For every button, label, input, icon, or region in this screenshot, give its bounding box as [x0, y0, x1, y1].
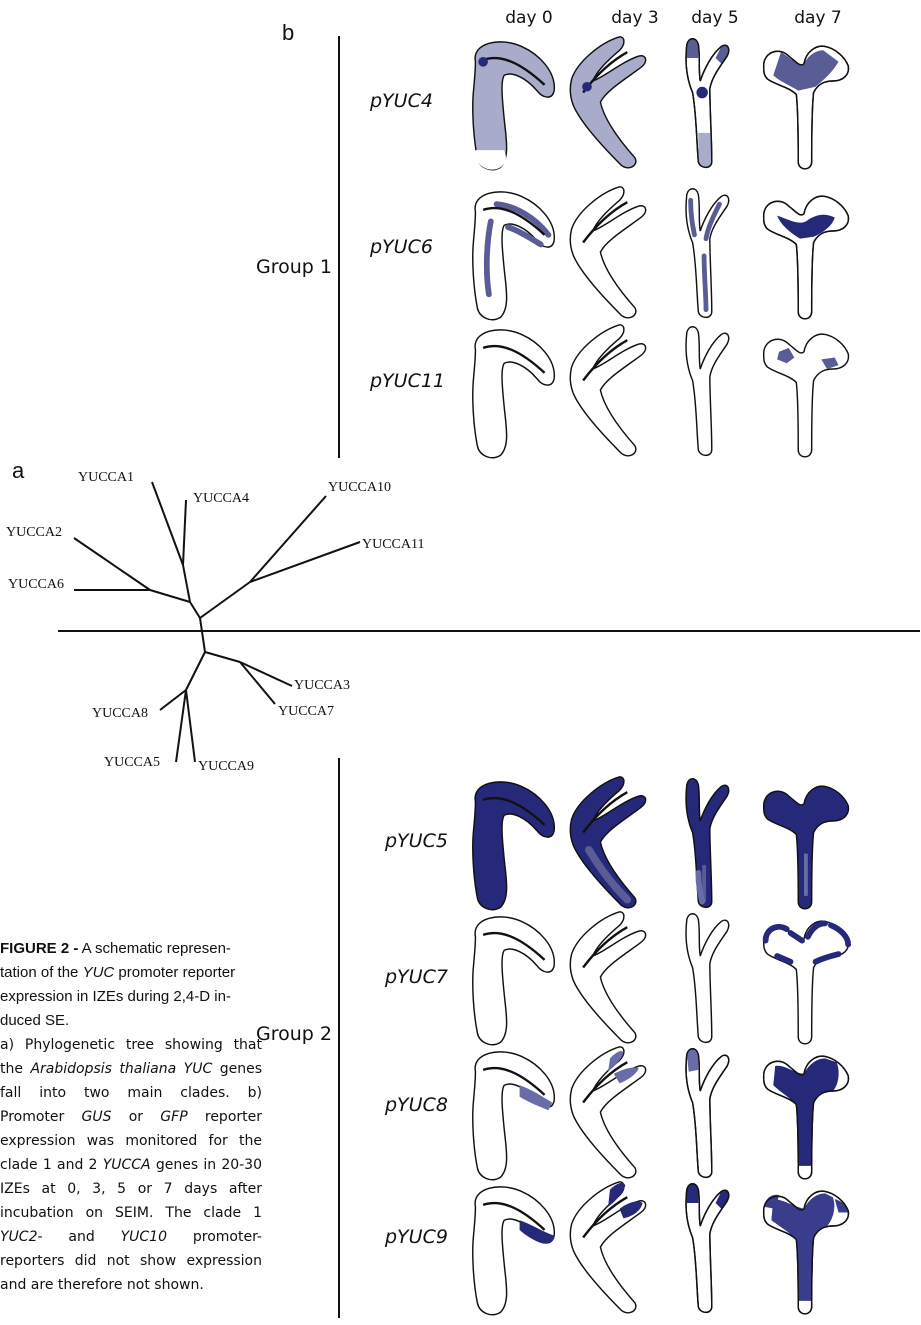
- panel-b-letter: b: [282, 20, 294, 46]
- caption-body-italic-5: YUC2: [0, 1229, 37, 1245]
- group-1-label: Group 1: [256, 256, 332, 278]
- embryo-pyuc11-day0: [462, 318, 558, 468]
- tree-leaf-yucca9: YUCCA9: [198, 759, 254, 775]
- embryo-pyuc11-day5: [658, 318, 754, 468]
- embryo-pyuc7-day7: [756, 905, 852, 1055]
- day-label-5: day 5: [670, 8, 760, 28]
- tree-leaf-yucca5: YUCCA5: [104, 755, 160, 771]
- embryo-pyuc9-day7: [756, 1175, 852, 1325]
- caption-head: FIGURE 2 -: [0, 940, 78, 957]
- embryo-pyuc4-day7: [756, 30, 852, 180]
- gene-label-pyuc6: pYUC6: [370, 236, 433, 258]
- tree-leaf-yucca3: YUCCA3: [294, 678, 350, 694]
- tree-leaf-yucca11: YUCCA11: [362, 537, 425, 553]
- day-label-3: day 3: [590, 8, 680, 28]
- group-2-label: Group 2: [256, 1023, 332, 1045]
- tree-leaf-yucca2: YUCCA2: [6, 525, 62, 541]
- embryo-pyuc5-day7: [756, 770, 852, 920]
- tree-leaf-yucca6: YUCCA6: [8, 577, 64, 593]
- embryo-pyuc6-day7: [756, 180, 852, 330]
- gene-label-pyuc4: pYUC4: [370, 90, 433, 112]
- embryo-pyuc5-day5: [658, 770, 754, 920]
- gene-label-pyuc9: pYUC9: [385, 1226, 448, 1248]
- embryo-pyuc4-day3: [562, 30, 658, 180]
- embryo-pyuc6-day5: [658, 180, 754, 330]
- embryo-pyuc4-day5: [658, 30, 754, 180]
- caption-body-italic-2: GUS: [82, 1109, 112, 1125]
- embryo-pyuc9-day0: [462, 1175, 558, 1325]
- tree-leaf-yucca1: YUCCA1: [78, 470, 134, 486]
- embryo-pyuc7-day3: [562, 905, 658, 1055]
- embryo-pyuc4-day0: [462, 30, 558, 180]
- caption-body-italic-4: YUCCA: [103, 1157, 151, 1173]
- tree-leaf-yucca4: YUCCA4: [193, 491, 249, 507]
- embryo-pyuc7-day5: [658, 905, 754, 1055]
- caption-head-italic: YUC: [83, 964, 115, 981]
- embryo-pyuc8-day7: [756, 1040, 852, 1190]
- caption-body-6: - and: [37, 1229, 120, 1245]
- embryo-pyuc11-day7: [756, 318, 852, 468]
- embryo-pyuc8-day3: [562, 1040, 658, 1190]
- tree-leaf-yucca8: YUCCA8: [92, 706, 148, 722]
- embryo-pyuc6-day3: [562, 180, 658, 330]
- caption-body-3: or: [112, 1109, 161, 1125]
- gene-label-pyuc5: pYUC5: [385, 830, 448, 852]
- caption-body-italic-3: GFP: [160, 1109, 187, 1125]
- caption-body-italic-1: Arabidopsis thaliana YUC: [30, 1061, 212, 1077]
- embryo-pyuc9-day5: [658, 1175, 754, 1325]
- embryo-pyuc8-day5: [658, 1040, 754, 1190]
- caption-body-italic-6: YUC10: [121, 1229, 167, 1245]
- gene-label-pyuc11: pYUC11: [370, 370, 445, 392]
- tree-leaf-yucca10: YUCCA10: [328, 480, 391, 496]
- embryo-pyuc8-day0: [462, 1040, 558, 1190]
- gene-label-pyuc7: pYUC7: [385, 966, 448, 988]
- group2-bracket-line: [338, 758, 340, 1318]
- embryo-pyuc5-day0: [462, 770, 558, 920]
- group1-bracket-line: [338, 36, 340, 458]
- day-label-7: day 7: [773, 8, 863, 28]
- day-label-0: day 0: [484, 8, 574, 28]
- embryo-pyuc11-day3: [562, 318, 658, 468]
- embryo-pyuc5-day3: [562, 770, 658, 920]
- embryo-pyuc6-day0: [462, 180, 558, 330]
- tree-leaf-yucca7: YUCCA7: [278, 704, 334, 720]
- embryo-pyuc9-day3: [562, 1175, 658, 1325]
- phylogenetic-tree: [0, 460, 470, 780]
- embryo-pyuc7-day0: [462, 905, 558, 1055]
- figure-caption: FIGURE 2 - A schematic represen-tation o…: [0, 937, 262, 1297]
- gene-label-pyuc8: pYUC8: [385, 1094, 448, 1116]
